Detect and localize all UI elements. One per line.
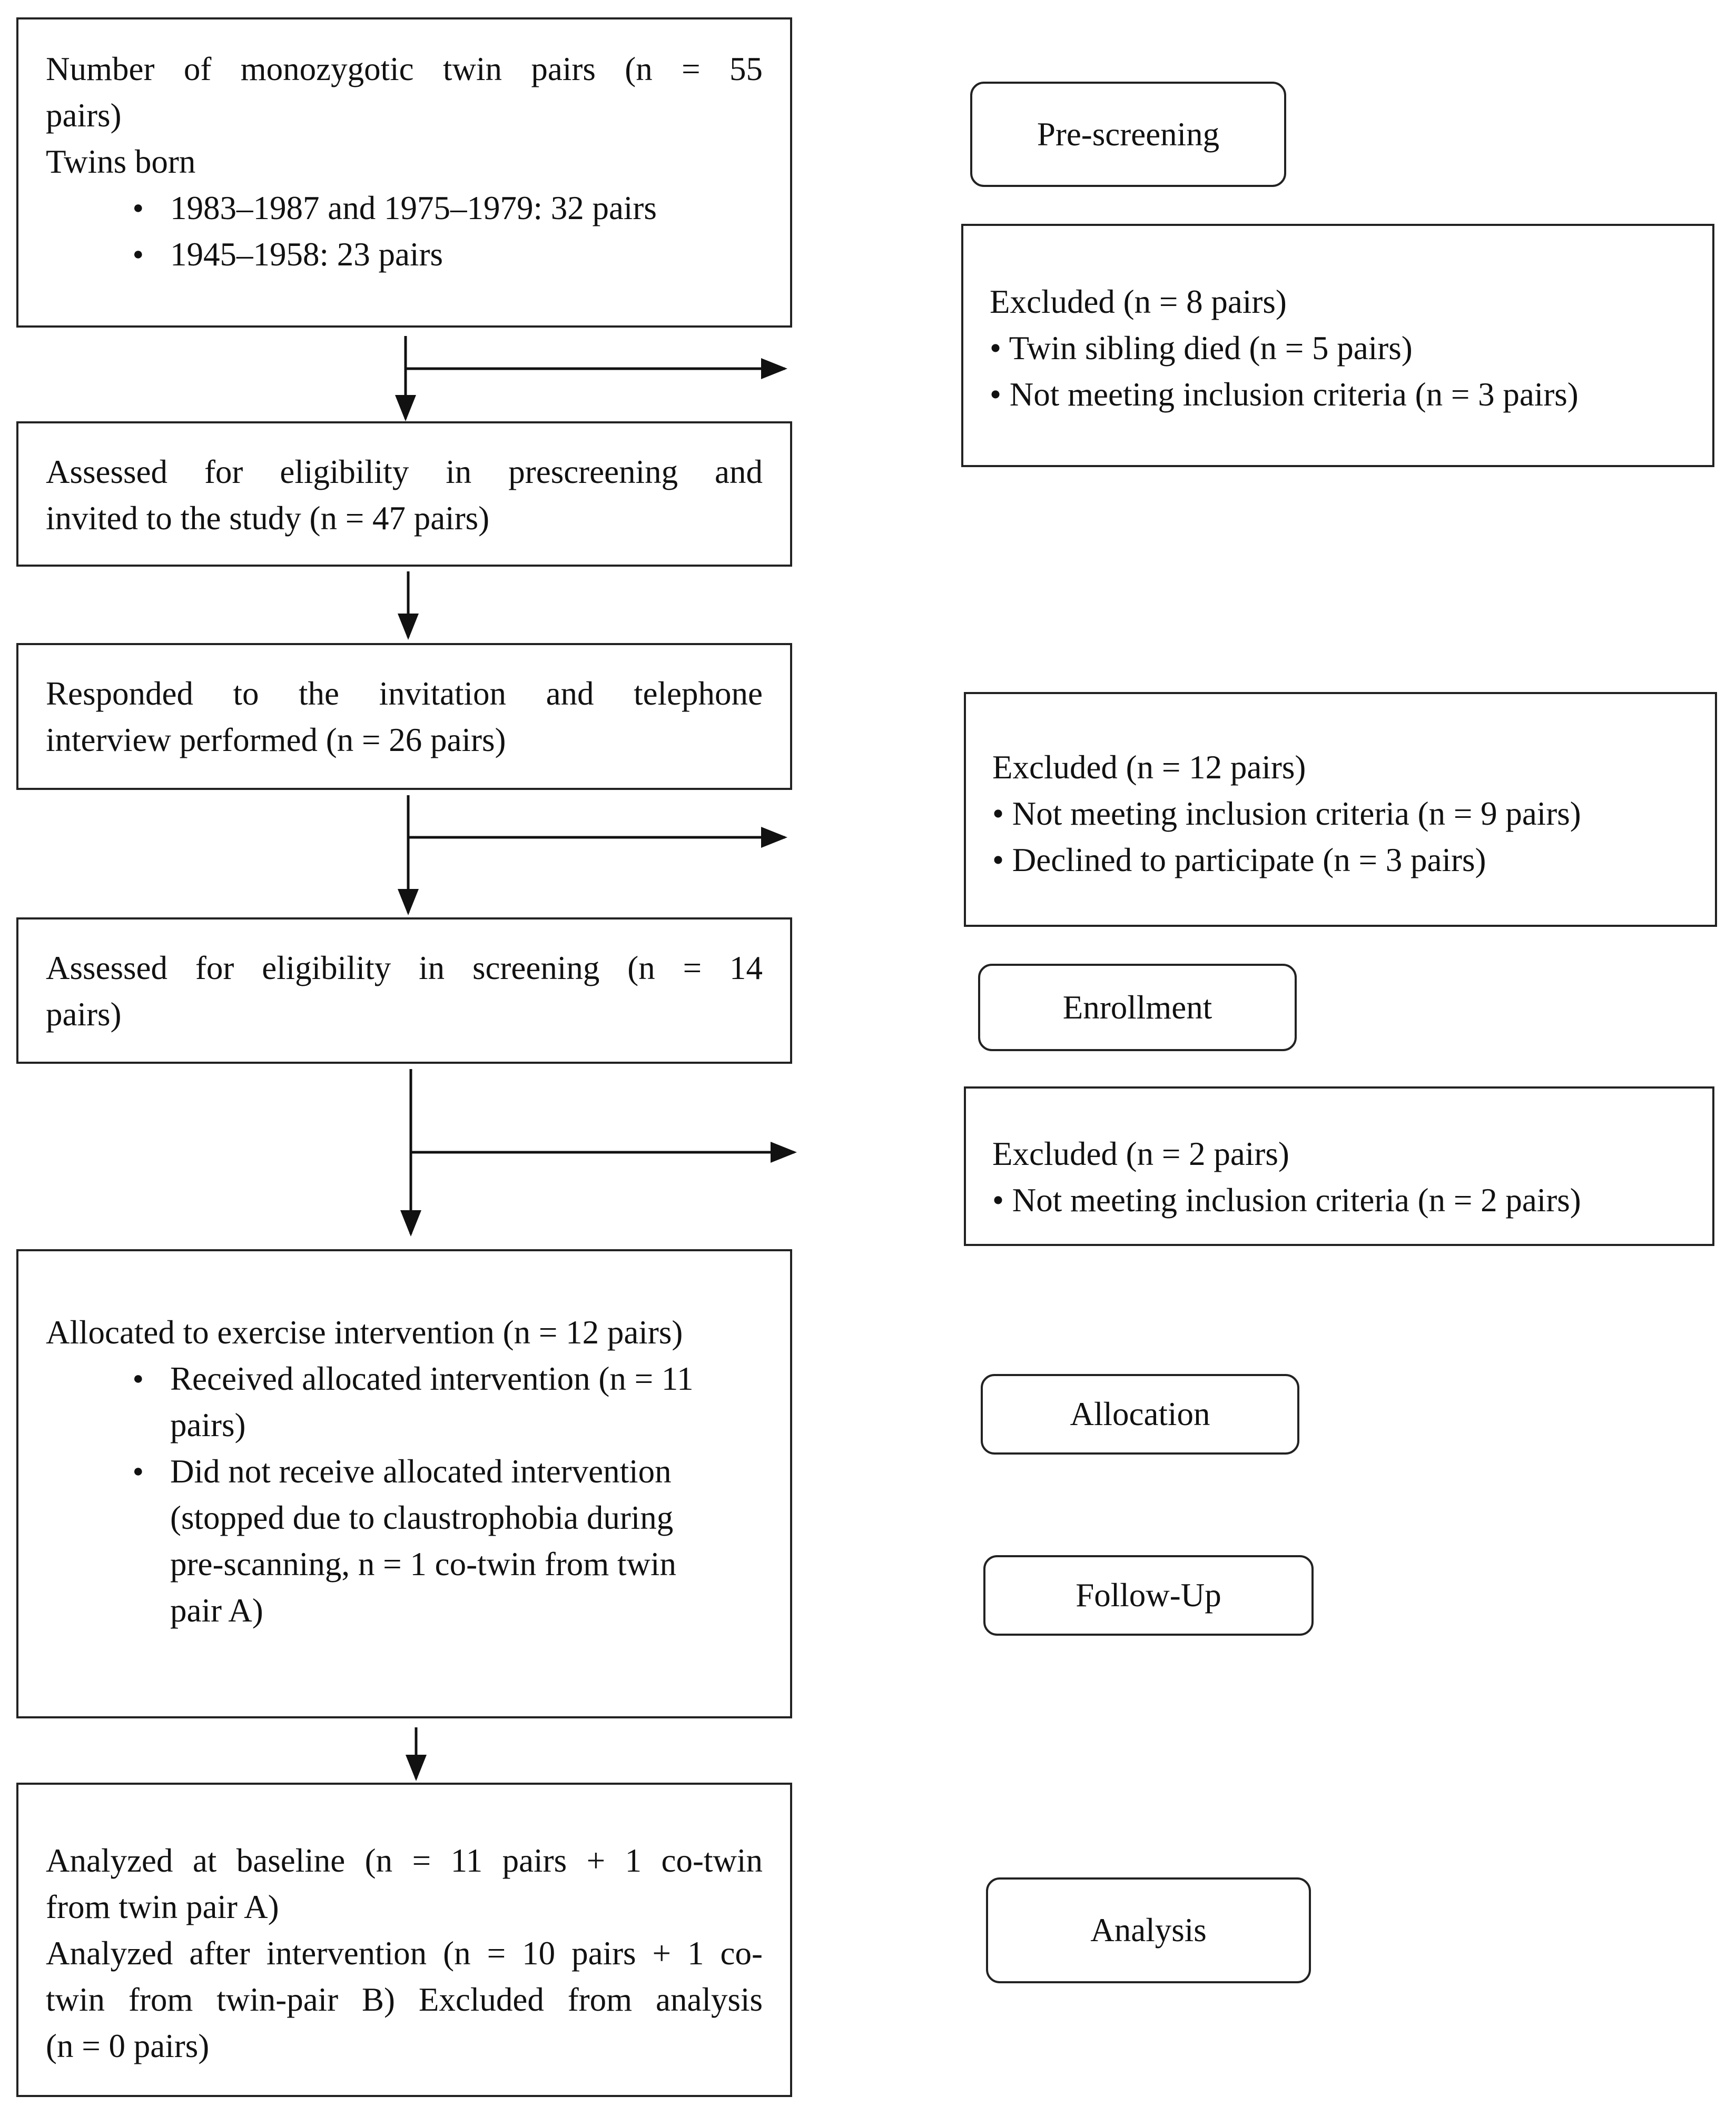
box-allocated-bullet-1: Received allocated intervention (n = 11 …	[46, 1356, 763, 1448]
box-analyzed: Analyzed at baseline (n = 11 pairs + 1 c…	[16, 1783, 792, 2097]
box-analyzed-line5: (n = 0 pairs)	[46, 2028, 210, 2064]
exclusion-2-item-1: • Not meeting inclusion criteria (n = 9 …	[992, 795, 1581, 832]
box-responded-line1: Responded to the invitation and telephon…	[46, 675, 763, 712]
bullet1-line1: Received allocated intervention (n = 11	[170, 1360, 694, 1397]
box-prescreening-line2: invited to the study (n = 47 pairs)	[46, 500, 490, 537]
box-screening-line1: Assessed for eligibility in screening (n…	[46, 950, 763, 986]
exclusion-1-title: Excluded (n = 8 pairs)	[990, 283, 1287, 320]
stage-label-enrollment: Enrollment	[978, 964, 1297, 1051]
stage-label-followup: Follow-Up	[983, 1555, 1314, 1636]
stage-label-prescreening: Pre-screening	[970, 82, 1286, 187]
bullet2-line4: pair A)	[170, 1592, 263, 1629]
exclusion-1-item-1: • Twin sibling died (n = 5 pairs)	[990, 330, 1413, 367]
exclusion-3-item-1: • Not meeting inclusion criteria (n = 2 …	[992, 1182, 1581, 1219]
exclusion-3-title: Excluded (n = 2 pairs)	[992, 1135, 1289, 1172]
box-analyzed-line4: twin from twin-pair B) Excluded from ana…	[46, 1981, 763, 2018]
bullet2-line2: (stopped due to claustrophobia during	[170, 1499, 674, 1536]
box-responded: Responded to the invitation and telephon…	[16, 643, 792, 790]
bullet1-line2: pairs)	[170, 1407, 246, 1443]
box-initial-pool: Number of monozygotic twin pairs (n = 55…	[16, 17, 792, 328]
exclusion-1-item-2: • Not meeting inclusion criteria (n = 3 …	[990, 376, 1579, 413]
box-allocated-bullet-2: Did not receive allocated intervention (…	[46, 1448, 763, 1634]
box-prescreening-assessed: Assessed for eligibility in prescreening…	[16, 421, 792, 567]
box-screening-line2: pairs)	[46, 996, 122, 1033]
box-initial-line3: Twins born	[46, 143, 196, 180]
box-analyzed-line2: from twin pair A)	[46, 1888, 279, 1925]
box-prescreening-line1: Assessed for eligibility in prescreening…	[46, 453, 763, 490]
exclusion-box-1: Excluded (n = 8 pairs) • Twin sibling di…	[961, 224, 1714, 467]
box-initial-bullet-1: 1983–1987 and 1975–1979: 32 pairs	[46, 185, 763, 231]
box-analyzed-line3: Analyzed after intervention (n = 10 pair…	[46, 1935, 763, 1972]
exclusion-box-3: Excluded (n = 2 pairs) • Not meeting inc…	[964, 1086, 1714, 1246]
box-initial-line1: Number of monozygotic twin pairs (n = 55	[46, 51, 763, 87]
box-allocated: Allocated to exercise intervention (n = …	[16, 1249, 792, 1718]
box-responded-line2: interview performed (n = 26 pairs)	[46, 721, 506, 758]
box-allocated-line1: Allocated to exercise intervention (n = …	[46, 1314, 683, 1351]
stage-label-analysis: Analysis	[986, 1877, 1311, 1983]
box-analyzed-line1: Analyzed at baseline (n = 11 pairs + 1 c…	[46, 1842, 763, 1879]
exclusion-2-item-2: • Declined to participate (n = 3 pairs)	[992, 842, 1486, 878]
box-initial-line2: pairs)	[46, 97, 122, 134]
box-initial-bullet-2: 1945–1958: 23 pairs	[46, 231, 763, 278]
exclusion-box-2: Excluded (n = 12 pairs) • Not meeting in…	[964, 692, 1717, 927]
stage-label-allocation: Allocation	[981, 1374, 1299, 1455]
exclusion-2-title: Excluded (n = 12 pairs)	[992, 749, 1306, 786]
bullet2-line1: Did not receive allocated intervention	[170, 1453, 672, 1490]
bullet2-line3: pre-scanning, n = 1 co-twin from twin	[170, 1546, 677, 1583]
box-screening-assessed: Assessed for eligibility in screening (n…	[16, 917, 792, 1064]
